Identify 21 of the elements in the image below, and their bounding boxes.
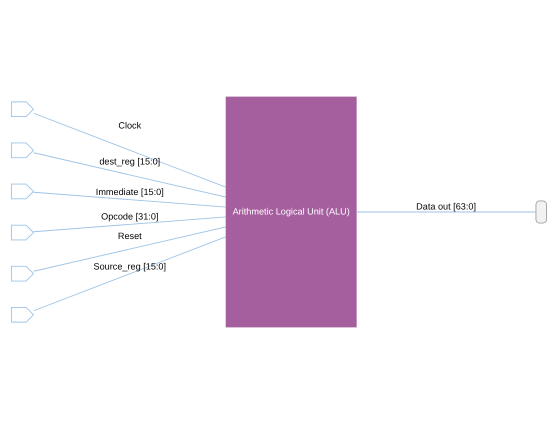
connector (33, 192, 226, 208)
edge-label: Clock (118, 120, 142, 131)
node-pentagon (10, 306, 34, 323)
edge-label: Reset (118, 231, 142, 242)
node-pentagon (10, 101, 34, 118)
edge-label: Immediate [15:0] (96, 186, 164, 197)
edge-label: dest_reg [15:0] (99, 156, 160, 166)
edge-label: Source_reg [15:0] (94, 262, 166, 272)
connector (33, 112, 226, 188)
node-pentagon (10, 142, 34, 158)
connector (33, 226, 226, 272)
connector (33, 236, 226, 312)
node-box: Arithmetic Logical Unit (ALU) (226, 96, 357, 328)
connector (33, 216, 226, 232)
node-pentagon (10, 266, 34, 282)
node-pentagon (10, 184, 34, 200)
node-pentagon (10, 224, 34, 240)
connector (33, 152, 226, 198)
edge-label: Opcode [31:0] (101, 211, 158, 222)
node-box (535, 200, 548, 224)
edge-label: Data out [63:0] (416, 201, 476, 212)
